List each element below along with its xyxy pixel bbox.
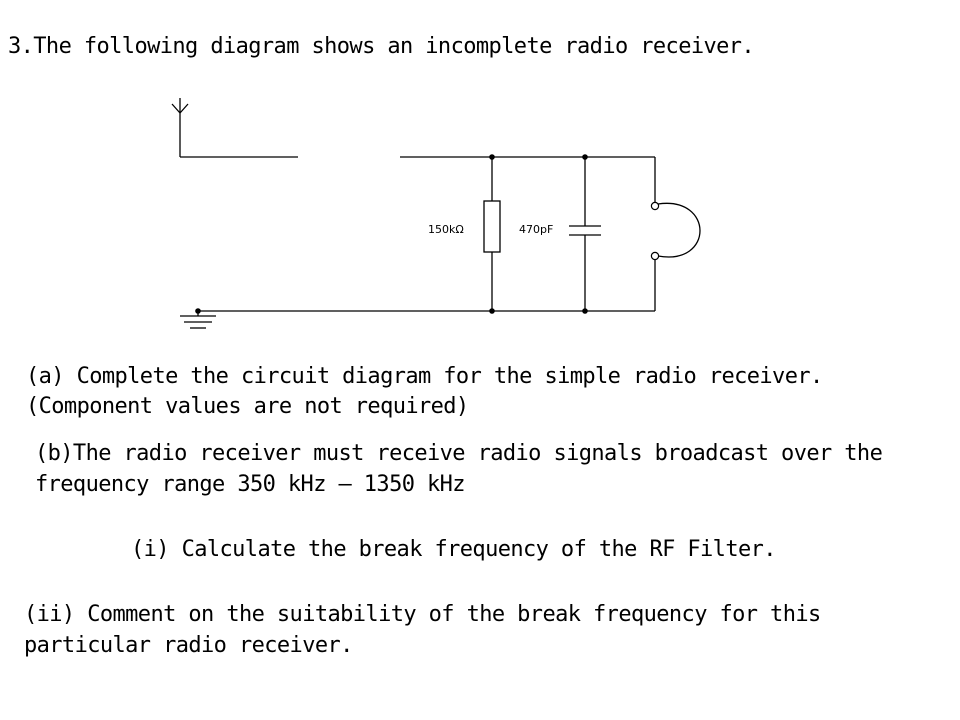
capacitor <box>569 157 601 311</box>
part-a-line-2: (Component values are not required) <box>26 394 469 419</box>
question-title: 3.The following diagram shows an incompl… <box>8 34 755 59</box>
earpiece-icon <box>654 157 701 311</box>
capacitor-label: 470pF <box>519 223 553 236</box>
part-ii-line-1: (ii) Comment on the suitability of the b… <box>24 602 821 627</box>
part-ii-line-2: particular radio receiver. <box>24 633 353 658</box>
part-a-line-1: (a) Complete the circuit diagram for the… <box>26 364 823 389</box>
junction-dots <box>195 154 588 314</box>
part-b-line-2: frequency range 350 kHz – 1350 kHz <box>35 472 466 497</box>
circuit-diagram: 150kΩ 470pF <box>171 98 701 329</box>
part-b-line-1: (b)The radio receiver must receive radio… <box>35 441 883 466</box>
resistor-label: 150kΩ <box>428 223 464 236</box>
resistor <box>483 157 501 311</box>
part-i-text: (i) Calculate the break frequency of the… <box>131 537 777 562</box>
antenna-icon <box>171 98 189 157</box>
